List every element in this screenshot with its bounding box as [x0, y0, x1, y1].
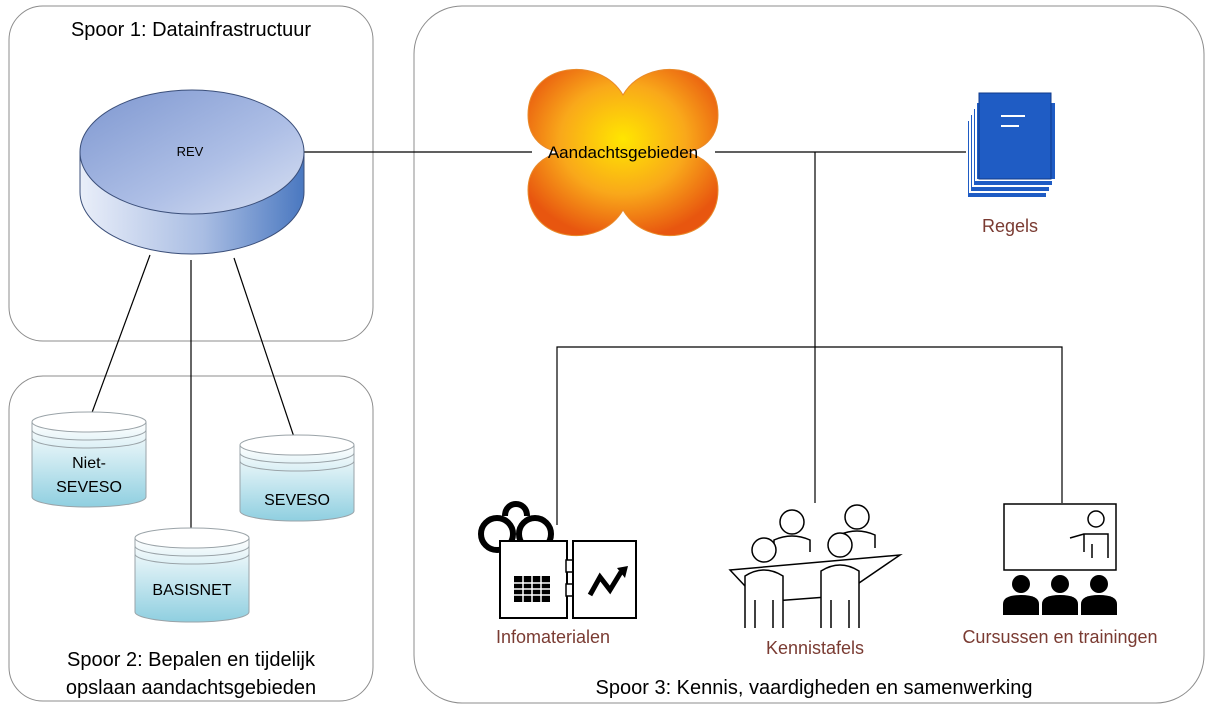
- infomaterialen-label: Infomaterialen: [496, 627, 610, 647]
- rev-database-icon: [79, 89, 305, 255]
- spoor1-title: Spoor 1: Datainfrastructuur: [71, 19, 311, 41]
- aandachtsgebieden-blob-icon: [527, 68, 719, 237]
- chart-document-icon: [572, 540, 637, 619]
- niet-seveso-database-icon: [31, 411, 147, 508]
- regels-documents-icon: [966, 92, 1057, 199]
- aandachtsgebieden-label: Aandachtsgebieden: [548, 143, 698, 162]
- cursussen-label: Cursussen en trainingen: [962, 627, 1157, 647]
- seveso-database-icon: [239, 434, 355, 522]
- spoor2-title-line1: Spoor 2: Bepalen en tijdelijk: [67, 649, 316, 671]
- spoor3-title: Spoor 3: Kennis, vaardigheden en samenwe…: [596, 677, 1033, 699]
- niet-seveso-label-line2: SEVESO: [56, 479, 122, 496]
- spoor2-title-line2: opslaan aandachtsgebieden: [66, 677, 316, 699]
- basisnet-database-icon: [134, 527, 250, 623]
- kennistafels-label: Kennistafels: [766, 638, 864, 658]
- basisnet-label: BASISNET: [152, 582, 231, 599]
- connector-lines: [89, 151, 1063, 530]
- meeting-table-icon: [728, 504, 903, 628]
- spreadsheet-document-icon: [499, 540, 574, 619]
- rev-label: REV: [177, 144, 204, 159]
- presentation-training-icon: [1003, 503, 1117, 615]
- niet-seveso-label-line1: Niet-: [72, 455, 106, 472]
- seveso-label: SEVESO: [264, 492, 330, 509]
- regels-label: Regels: [982, 216, 1038, 236]
